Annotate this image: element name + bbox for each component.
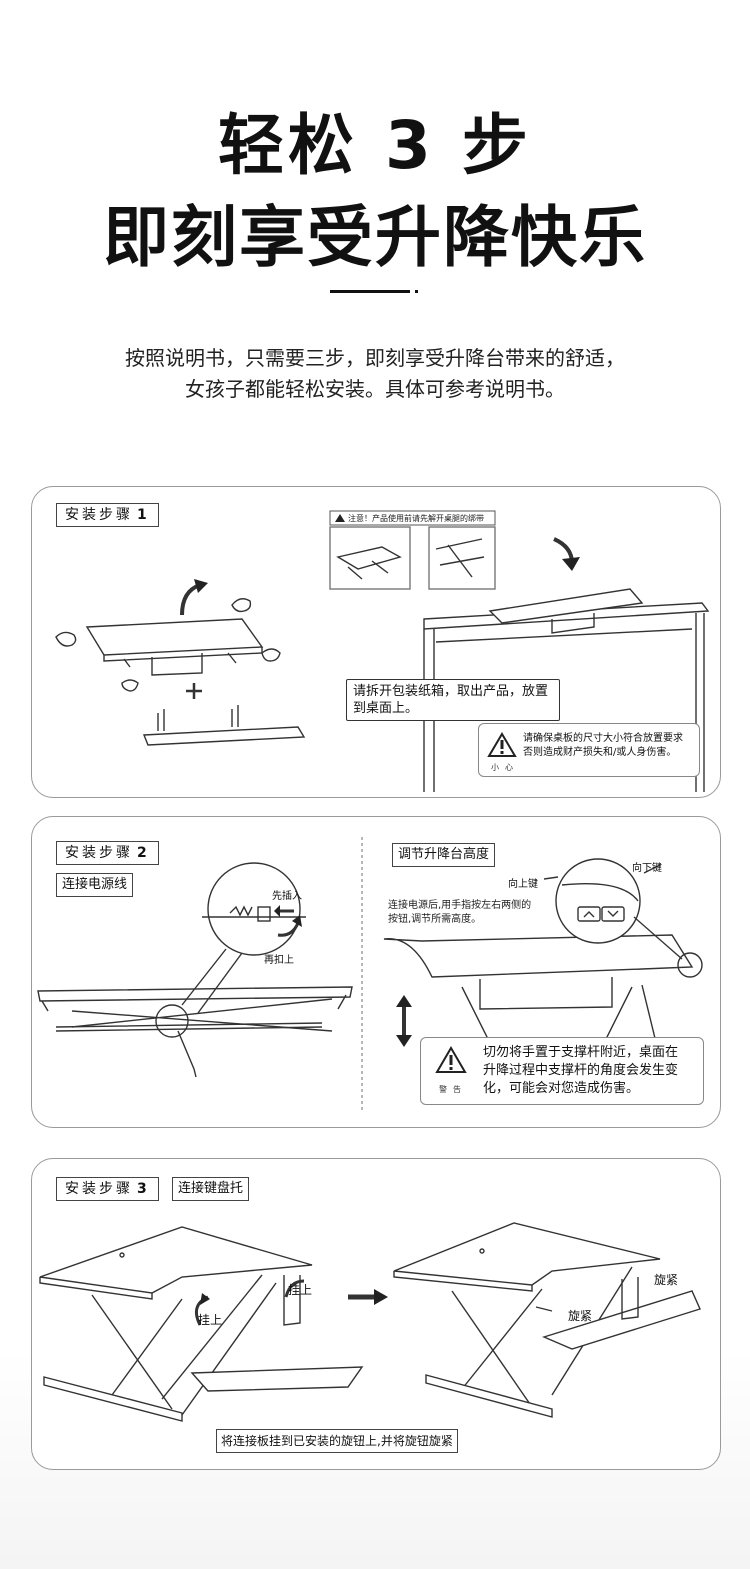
headline-line-1: 轻松 3 步 <box>218 107 532 184</box>
step-1-illustration <box>55 510 710 792</box>
step-3-illustration <box>39 1222 701 1422</box>
adjust-height-label: 调节升降台高度 <box>392 843 496 867</box>
step-2-tag-text: 安装步骤 <box>65 845 133 861</box>
tighten-mid-label: 旋紧 <box>568 1309 593 1323</box>
step-2-tag-number: 2 <box>137 845 150 861</box>
then-buckle-label: 再扣上 <box>264 955 294 966</box>
down-key-label: 向下键 <box>632 863 662 874</box>
step-1-callout-line-1: 请拆开包装纸箱，取出产品，放置 <box>353 684 549 699</box>
step-3-sub-label: 连接键盘托 <box>172 1177 250 1201</box>
step-1-tag-text: 安装步骤 <box>65 507 133 523</box>
step-2-warning-line-1: 切勿将手置于支撑杆附近，桌面在 <box>483 1045 679 1060</box>
hang-left-label: 挂上 <box>198 1313 223 1327</box>
step-2-sub-label: 连接电源线 <box>56 873 134 897</box>
step-3-caption: 将连接板挂到已安装的旋钮上,并将旋钮旋紧 <box>216 1429 458 1453</box>
adjust-instruction: 连接电源后,用手指按左右两侧的 按钮,调节所需高度。 <box>388 899 531 927</box>
step-2-warning-line-2: 升降过程中支撑杆的角度会发生变 <box>483 1063 679 1078</box>
step-1-caution-box: 小心 请确保桌板的尺寸大小符合放置要求 否则造成财产损失和/或人身伤害。 <box>478 723 700 777</box>
step-1-caution-caption: 小心 <box>491 763 519 772</box>
caution-triangle-icon <box>487 732 517 757</box>
intro-line-1: 按照说明书，只需要三步，即刻享受升降台带来的舒适， <box>125 346 625 370</box>
warning-triangle-icon <box>435 1046 467 1073</box>
headline-line-2: 即刻享受升降快乐 <box>103 199 647 276</box>
step-1-callout-line-2: 到桌面上。 <box>353 701 419 716</box>
up-key-label: 向上键 <box>508 879 538 890</box>
step-1-caution-line-1: 请确保桌板的尺寸大小符合放置要求 <box>523 733 683 744</box>
intro-line-2: 女孩子都能轻松安装。具体可参考说明书。 <box>185 377 565 401</box>
step-1-tag-number: 1 <box>137 507 150 523</box>
step-2-warning-caption: 警告 <box>439 1085 467 1094</box>
title-divider <box>330 290 410 293</box>
title-divider-dot <box>415 290 418 293</box>
insert-first-label: 先插入 <box>272 891 302 902</box>
step-1-caution-text: 请确保桌板的尺寸大小符合放置要求 否则造成财产损失和/或人身伤害。 <box>523 732 683 760</box>
step-1-notice: 注意！产品使用前请先解开桌腿的绑带 <box>348 514 484 523</box>
step-1-callout: 请拆开包装纸箱，取出产品，放置 到桌面上。 <box>346 679 560 721</box>
step-3-tag-text: 安装步骤 <box>65 1181 133 1197</box>
adjust-instruction-line-1: 连接电源后,用手指按左右两侧的 <box>388 900 532 911</box>
step-2-warning-box: 警告 切勿将手置于支撑杆附近，桌面在 升降过程中支撑杆的角度会发生变 化，可能会… <box>420 1037 704 1105</box>
step-2-warning-line-3: 化，可能会对您造成伤害。 <box>483 1081 640 1096</box>
step-3-tag-number: 3 <box>137 1181 150 1197</box>
step-1-caution-line-2: 否则造成财产损失和/或人身伤害。 <box>523 747 677 758</box>
step-2-warning-text: 切勿将手置于支撑杆附近，桌面在 升降过程中支撑杆的角度会发生变 化，可能会对您造… <box>483 1044 678 1098</box>
hang-right-label: 挂上 <box>288 1283 313 1297</box>
tighten-top-label: 旋紧 <box>654 1273 679 1287</box>
adjust-instruction-line-2: 按钮,调节所需高度。 <box>388 914 482 925</box>
